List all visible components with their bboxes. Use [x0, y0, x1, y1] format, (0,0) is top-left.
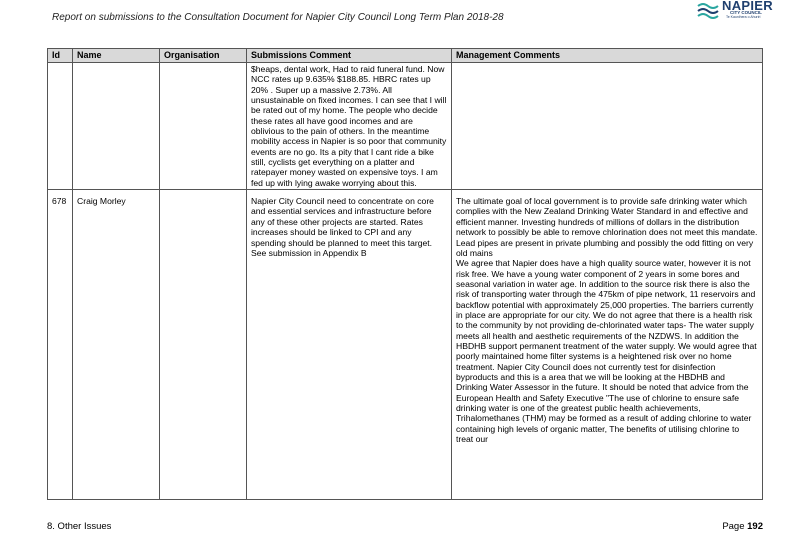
cell-name: Craig Morley: [72, 189, 160, 501]
cell-organisation: [159, 189, 247, 501]
report-title: Report on submissions to the Consultatio…: [52, 12, 504, 23]
logo-wordmark: NAPIER: [722, 0, 773, 13]
header-submission: Submissions Comment: [246, 48, 452, 63]
logo-tagline: Te Kaunihera o Ahuriri: [726, 15, 761, 19]
header-management: Management Comments: [451, 48, 763, 63]
cell-organisation: [159, 61, 247, 191]
cell-id: 678: [47, 189, 73, 501]
footer-page: Page 192: [722, 521, 763, 532]
table-header-row: Id Name Organisation Submissions Comment…: [47, 48, 763, 63]
submission-text: $heaps, dental work, Had to raid funeral…: [251, 64, 447, 188]
management-text: The ultimate goal of local government is…: [456, 196, 758, 445]
cell-name: [72, 61, 160, 191]
cell-management: [451, 61, 763, 191]
cell-submission: Napier City Council need to concentrate …: [246, 189, 452, 501]
page-label: Page: [722, 521, 745, 532]
table-row: 678 Craig Morley Napier City Council nee…: [47, 189, 763, 501]
logo-subtitle: CITY COUNCIL: [730, 10, 762, 15]
footer-section: 8. Other Issues: [47, 521, 112, 532]
header-id: Id: [47, 48, 73, 63]
submissions-table: Id Name Organisation Submissions Comment…: [47, 48, 763, 501]
cell-management: The ultimate goal of local government is…: [451, 189, 763, 501]
header-organisation: Organisation: [159, 48, 247, 63]
napier-city-council-logo: [697, 3, 719, 19]
page-number: 192: [747, 521, 763, 532]
cell-submission: $heaps, dental work, Had to raid funeral…: [246, 61, 452, 191]
submission-text: Napier City Council need to concentrate …: [251, 196, 434, 258]
header-name: Name: [72, 48, 160, 63]
table-row: $heaps, dental work, Had to raid funeral…: [47, 61, 763, 191]
cell-id: [47, 61, 73, 191]
